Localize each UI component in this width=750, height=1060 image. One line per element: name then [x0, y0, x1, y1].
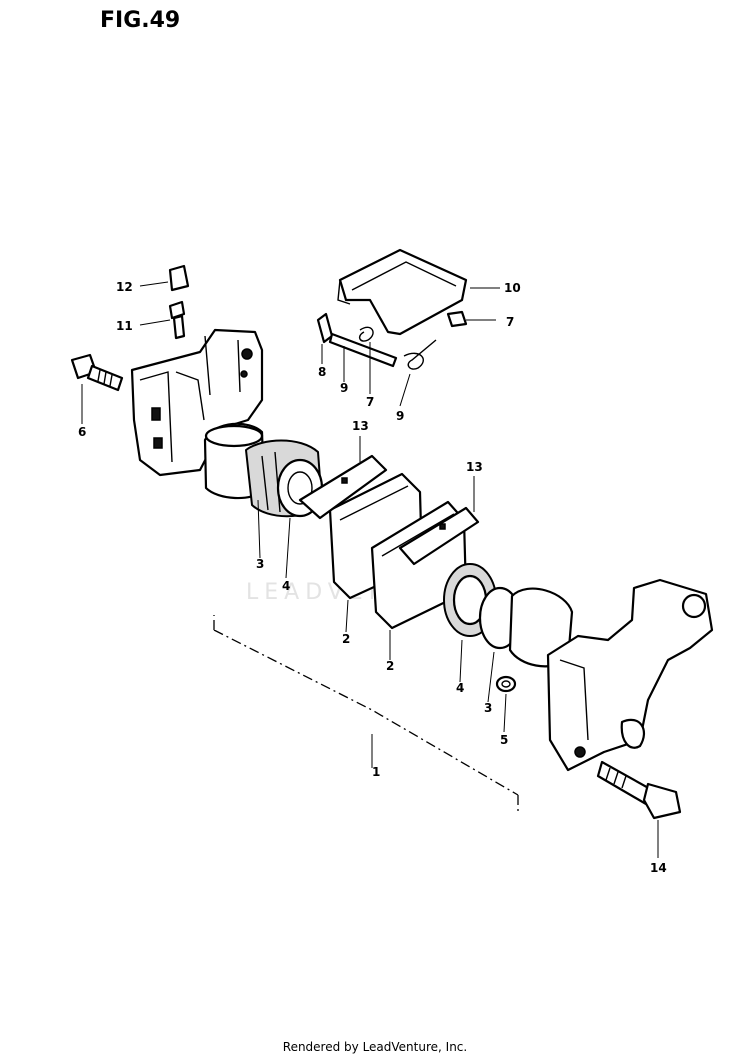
callout-2-right: 2 [386, 659, 394, 673]
callout-5: 5 [500, 733, 508, 747]
pad-shim-left[interactable] [298, 454, 388, 520]
callout-4-left: 4 [282, 579, 290, 593]
bolt-14[interactable] [596, 760, 682, 820]
footer-credit: Rendered by LeadVenture, Inc. [282, 1040, 468, 1054]
washer-5[interactable] [495, 675, 517, 693]
callout-9-left: 9 [340, 381, 348, 395]
assembly-bracket [213, 615, 519, 812]
right-caliper-body[interactable] [546, 578, 714, 772]
bolt-6[interactable] [70, 353, 124, 392]
callout-2-left: 2 [342, 632, 350, 646]
cover-bolt-7[interactable] [446, 310, 468, 328]
callout-6: 6 [78, 425, 86, 439]
pad-spring-9-right[interactable] [403, 339, 437, 370]
callout-12: 12 [116, 280, 133, 294]
pad-pin-7[interactable] [328, 332, 398, 368]
bleeder-cap-12[interactable] [168, 264, 190, 292]
pad-spring-9-left[interactable] [358, 326, 374, 342]
callout-3-left: 3 [256, 557, 264, 571]
left-caliper-body[interactable] [130, 328, 264, 477]
callout-7-left: 7 [366, 395, 374, 409]
callout-10: 10 [504, 281, 521, 295]
callout-labels: 1 2 2 3 3 4 4 5 6 7 7 8 9 9 10 11 12 13 … [78, 280, 667, 875]
callout-13-right: 13 [466, 460, 483, 474]
callout-9-right: 9 [396, 409, 404, 423]
callout-1: 1 [372, 765, 380, 779]
callout-13-left: 13 [352, 419, 369, 433]
callout-14: 14 [650, 861, 667, 875]
right-piston[interactable] [478, 586, 574, 668]
pad-pin-8[interactable] [316, 312, 334, 344]
pad-cover-10[interactable] [337, 248, 468, 336]
pad-shim-right[interactable] [398, 506, 480, 566]
figure-title: FIG.49 [100, 8, 181, 33]
bleeder-screw-11[interactable] [168, 300, 186, 340]
callout-11: 11 [116, 319, 133, 333]
callout-8: 8 [318, 365, 326, 379]
callout-4-right: 4 [456, 681, 464, 695]
leader-lines [81, 281, 659, 858]
callout-7-right: 7 [506, 315, 514, 329]
callout-3-right: 3 [484, 701, 492, 715]
